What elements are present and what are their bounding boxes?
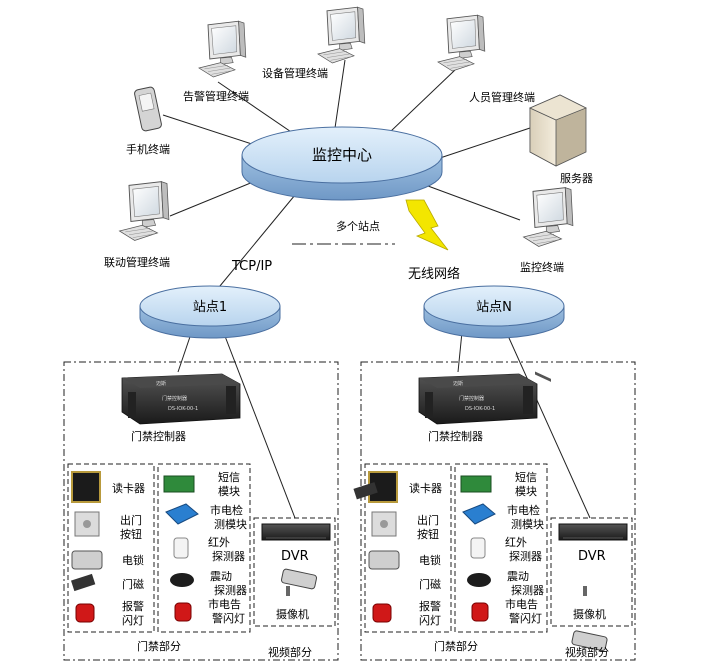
- electric-lock-label: 电锁: [419, 553, 441, 567]
- camera-icon: [280, 568, 318, 596]
- site-n: 站点N: [423, 285, 565, 339]
- door-sensor-icon: [353, 482, 378, 500]
- detector-item-icons: [163, 475, 199, 622]
- controller-brand-label: 迈斯: [156, 380, 166, 387]
- alarm-mgmt-label: 告警管理终端: [183, 89, 249, 103]
- electric-lock-icon: [368, 550, 400, 570]
- mobile-terminal: 手机终端: [126, 86, 170, 156]
- dvr-label: DVR: [578, 549, 606, 564]
- access-section-label: 门禁部分: [434, 639, 478, 653]
- tcpip-label: TCP/IP: [231, 259, 272, 274]
- detector-item-icons: [460, 475, 496, 622]
- camera-label: 摄像机: [573, 607, 606, 621]
- controller-panel-label: 门禁控制器: [459, 395, 484, 402]
- video-section-label: 视频部分: [268, 645, 312, 659]
- power-monitor-label: 市电检测模块: [210, 503, 247, 531]
- controller-model-label: DS-IOK-00-1: [168, 406, 198, 412]
- alarm-light-icon: [75, 603, 95, 623]
- alarm-light-label: 报警闪灯: [122, 599, 144, 627]
- door-sensor-label: 门磁: [419, 577, 441, 591]
- server-label: 服务器: [560, 172, 593, 185]
- electric-lock-icon: [71, 550, 103, 570]
- vibration-detector-label: 震动探测器: [507, 570, 544, 597]
- person-mgmt-terminal: 人员管理终端: [437, 14, 535, 104]
- exit-button-label: 出门按钮: [120, 513, 142, 541]
- power-alarm-light-label: 市电告警闪灯: [208, 597, 245, 625]
- alarm-mgmt-terminal: 告警管理终端: [183, 20, 249, 103]
- multi-sites-label: 多个站点: [336, 219, 380, 233]
- access-box: [364, 463, 452, 633]
- controller-model-label: DS-IOK-00-1: [465, 406, 495, 412]
- site-n-label: 站点N: [476, 300, 512, 315]
- sms-module-icon: [460, 475, 492, 493]
- dvr-icon: [558, 523, 628, 541]
- wireless-label: 无线网络: [408, 266, 460, 282]
- controller-brand-label: 迈斯: [453, 380, 463, 387]
- infrared-detector-label: 红外探测器: [208, 536, 245, 563]
- device-mgmt-terminal: 设备管理终端: [262, 6, 366, 80]
- lightning-icon: [405, 199, 449, 251]
- power-alarm-light-icon: [174, 602, 192, 622]
- vibration-detector-icon: [467, 573, 491, 587]
- camera-icon: [571, 586, 608, 652]
- monitor-label: 监控终端: [520, 260, 564, 274]
- alarm-light-icon: [372, 603, 392, 623]
- device-mgmt-label: 设备管理终端: [262, 66, 328, 80]
- detector-box: [454, 463, 548, 633]
- server-icon: [529, 94, 587, 382]
- detector-box: [157, 463, 251, 633]
- mobile-label: 手机终端: [126, 142, 170, 156]
- monitor-center: 监控中心: [241, 126, 443, 201]
- card-reader-label: 读卡器: [112, 481, 145, 495]
- door-sensor-label: 门磁: [122, 577, 144, 591]
- monitor-terminal: 监控终端: [520, 187, 574, 274]
- dvr-label: DVR: [281, 549, 309, 564]
- power-monitor-label: 市电检测模块: [507, 503, 544, 531]
- server-terminal: 服务器: [529, 94, 593, 382]
- access-section-label: 门禁部分: [137, 639, 181, 653]
- infrared-detector-label: 红外探测器: [505, 536, 542, 563]
- monitor-center-label: 监控中心: [312, 146, 372, 164]
- infrared-detector-icon: [173, 537, 189, 559]
- controller-label: 门禁控制器: [428, 429, 483, 443]
- site-1: 站点1: [139, 285, 281, 339]
- sms-module-label: 短信模块: [515, 470, 537, 498]
- sms-module-label: 短信模块: [218, 470, 240, 498]
- card-reader-label: 读卡器: [409, 481, 442, 495]
- electric-lock-label: 电锁: [122, 553, 144, 567]
- linkage-mgmt-terminal: 联动管理终端: [104, 181, 170, 269]
- vibration-detector-icon: [170, 573, 194, 587]
- card-reader-icon: [368, 471, 398, 503]
- site-frame: [360, 361, 636, 661]
- person-mgmt-label: 人员管理终端: [469, 90, 535, 104]
- video-box: [253, 517, 336, 627]
- vibration-detector-label: 震动探测器: [210, 570, 247, 597]
- access-box: [67, 463, 155, 633]
- dvr-icon: [261, 523, 331, 541]
- site-1-label: 站点1: [193, 300, 227, 315]
- power-monitor-icon: [165, 503, 199, 525]
- exit-button-label: 出门按钮: [417, 513, 439, 541]
- camera-label: 摄像机: [276, 607, 309, 621]
- access-item-icons: [353, 471, 400, 623]
- power-monitor-icon: [462, 503, 496, 525]
- video-box: [550, 517, 633, 627]
- controller-label: 门禁控制器: [131, 429, 186, 443]
- door-sensor-icon: [70, 573, 96, 592]
- linkage-mgmt-label: 联动管理终端: [104, 255, 170, 269]
- video-section-label: 视频部分: [565, 645, 609, 659]
- access-item-icons: [70, 471, 103, 623]
- infrared-detector-icon: [470, 537, 486, 559]
- alarm-light-label: 报警闪灯: [419, 599, 441, 627]
- card-reader-icon: [71, 471, 101, 503]
- site-frame: [63, 361, 339, 661]
- power-alarm-light-icon: [471, 602, 489, 622]
- controller-panel-label: 门禁控制器: [162, 395, 187, 402]
- power-alarm-light-label: 市电告警闪灯: [505, 597, 542, 625]
- sms-module-icon: [163, 475, 195, 493]
